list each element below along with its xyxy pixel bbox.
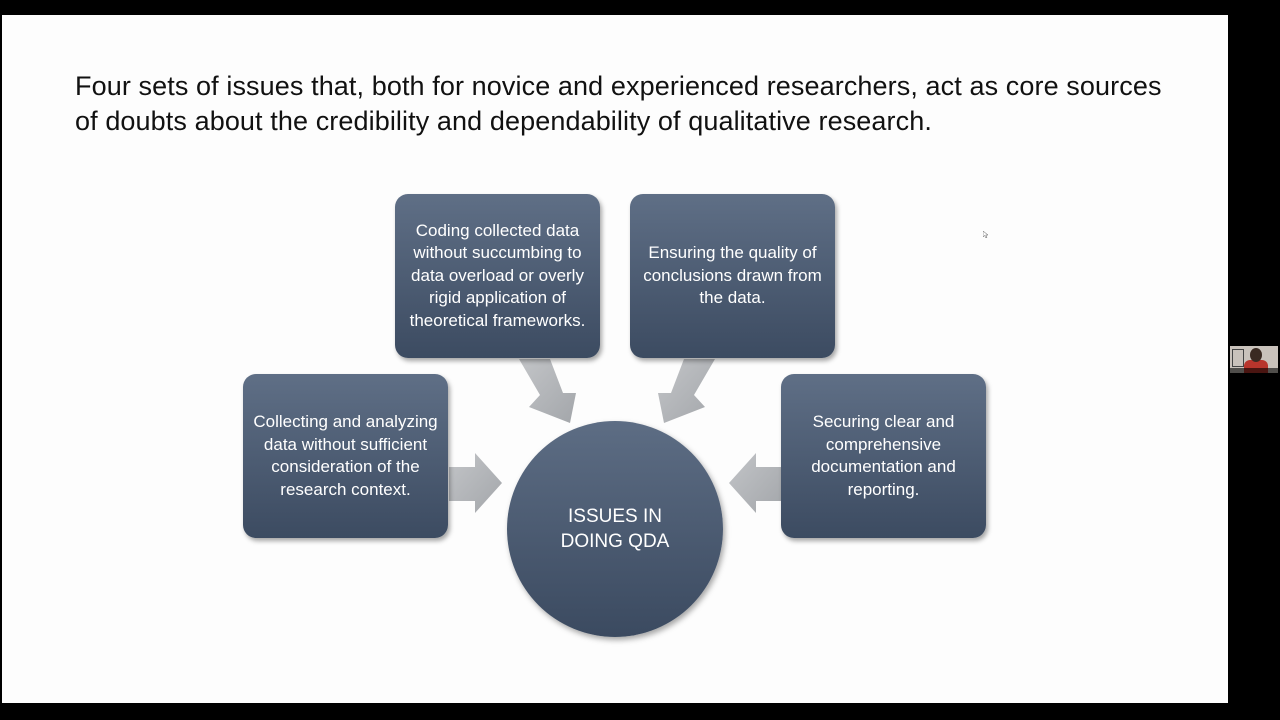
arrow-top-right — [658, 359, 715, 423]
issue-box-documentation-text: Securing clear and comprehensive documen… — [811, 412, 956, 499]
center-circle-label: ISSUES IN DOING QDA — [560, 506, 670, 552]
participant-name-strip — [1230, 368, 1278, 373]
issue-box-conclusions-text: Ensuring the quality of conclusions draw… — [643, 243, 822, 308]
arrow-top-left — [519, 359, 576, 423]
mouse-cursor-icon — [983, 231, 988, 238]
background-frame-shape — [1232, 349, 1244, 367]
arrows-layer — [449, 359, 782, 513]
arrow-left — [449, 453, 502, 513]
issue-box-collecting-text: Collecting and analyzing data without su… — [253, 412, 438, 499]
participant-video-thumbnail[interactable] — [1230, 346, 1278, 373]
arrow-right — [729, 453, 782, 513]
presentation-slide: Four sets of issues that, both for novic… — [2, 15, 1228, 703]
issue-box-coding: Coding collected data without succumbing… — [395, 194, 600, 358]
issue-box-documentation: Securing clear and comprehensive documen… — [781, 374, 986, 538]
participant-face-shape — [1250, 348, 1262, 362]
issue-box-conclusions: Ensuring the quality of conclusions draw… — [630, 194, 835, 358]
slide-title: Four sets of issues that, both for novic… — [75, 71, 1162, 136]
issue-box-coding-text: Coding collected data without succumbing… — [409, 220, 586, 330]
center-circle: ISSUES IN DOING QDA — [507, 421, 723, 637]
issue-box-collecting: Collecting and analyzing data without su… — [243, 374, 448, 538]
